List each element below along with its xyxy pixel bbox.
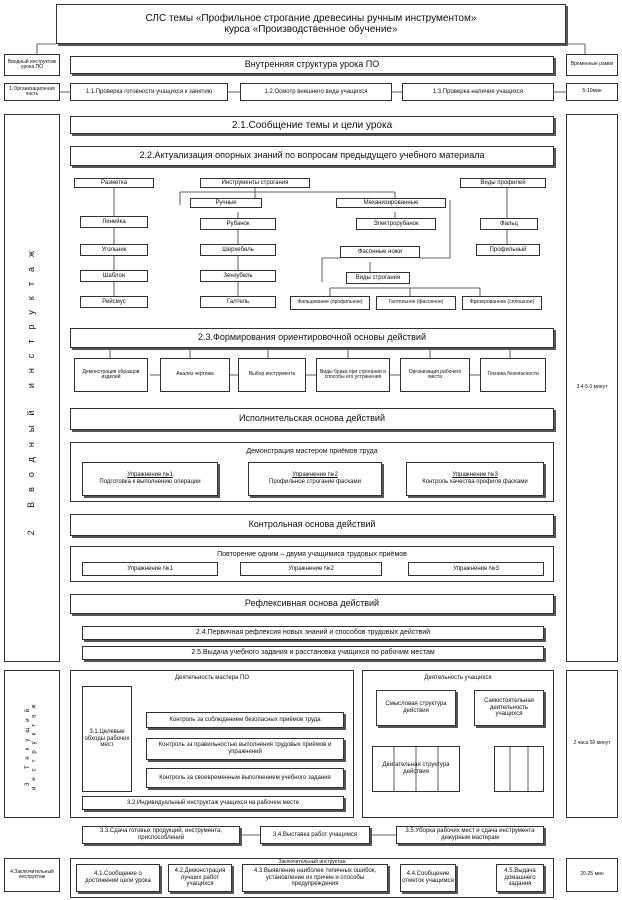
wood-item-2: Шерхебель bbox=[200, 244, 276, 256]
student-item-2: Самостоятельная деятельность учащихся bbox=[474, 690, 544, 726]
s23-item-3: Выбор инструмента bbox=[238, 358, 306, 392]
final-time: 20-25 мин bbox=[566, 858, 618, 892]
individual-box: 3.2.Индивидуальный инструктаж учащихся н… bbox=[82, 796, 344, 810]
intro-vertical-label: 2 Вводный инструктаж bbox=[26, 240, 37, 536]
internal-structure: Внутренняя структура урока ПО bbox=[70, 56, 554, 74]
reflex-basis: Рефлексивная основа действий bbox=[70, 594, 554, 614]
demo-item-3-text: Контроль качества профиля фасками bbox=[422, 479, 528, 485]
shape-item-1: Фальцевание (профильное) bbox=[290, 296, 370, 310]
current-vertical-frame: 3 Текущий инструктаж bbox=[4, 670, 60, 818]
section-2-1: 2.1.Сообщение темы и цели урока bbox=[70, 116, 554, 134]
check-item-3: Контроль за своевременным выполнением уч… bbox=[146, 768, 344, 788]
profile-item-1: Электрорубанок bbox=[356, 218, 436, 230]
mat-item-3: Шаблон bbox=[80, 270, 148, 282]
current-time: 2 часа 50 минут bbox=[573, 740, 611, 747]
master-header: Деятельность мастера ПО bbox=[174, 675, 250, 681]
demo-item-1: Упражнение №1 Подготовка к выполнению оп… bbox=[82, 462, 218, 496]
demo-item-1-text: Подготовка к выполнению операции bbox=[99, 479, 201, 485]
intro-time-frame: 3.4-5.0 минут bbox=[566, 114, 618, 662]
mat-item-2: Угольник bbox=[80, 244, 148, 256]
current-bottom-3: 3.5.Уборка рабочих мест и сдача инструме… bbox=[396, 826, 544, 844]
mat-item-1: Линейка bbox=[80, 216, 148, 228]
student-side-box bbox=[494, 746, 544, 792]
repeat-item-3: Упражнение №3 bbox=[408, 562, 544, 576]
section-2-3: 2.3.Формирования ориентировочной основы … bbox=[70, 328, 554, 348]
tools-header: Инструменты строгания bbox=[200, 178, 310, 188]
demo-item-3-title: Упражнение №3 bbox=[452, 472, 498, 479]
section-2-4: 2.4.Первичная рефлексия новых знаний и с… bbox=[82, 626, 544, 640]
org-item-3: 1.3.Проверка наличия учащихся bbox=[402, 83, 554, 101]
materials-header: Разметка bbox=[74, 178, 154, 188]
org-item-2: 1.2.Осмотр внешнего вида учащихся bbox=[240, 83, 392, 101]
left-small-label: Вводный инструктаж урока ПО bbox=[4, 54, 60, 76]
control-basis: Контрольная основа действий bbox=[70, 514, 554, 536]
current-bottom-2: 3.4.Выставка работ учащимся bbox=[260, 826, 370, 844]
intro-vertical-frame: 2 Вводный инструктаж bbox=[4, 114, 60, 662]
final-header: Заключительный инструктаж bbox=[278, 859, 346, 865]
shape-item-2: Галтельное (фасонное) bbox=[376, 296, 456, 310]
title-box: СЛС темы «Профильное строгание древесины… bbox=[56, 4, 566, 44]
rounds-box: 3.1.Целевые обходы рабочих мест bbox=[82, 686, 132, 792]
demo-header: Демонстрация мастером приёмов труда bbox=[246, 448, 378, 455]
check-item-2: Контроль за правильностью выполнения тру… bbox=[146, 738, 344, 760]
s23-item-5: Организация рабочего места bbox=[400, 358, 470, 392]
s23-item-1: Демонстрация образцов изделий bbox=[74, 358, 148, 392]
right-header: Виды профилей bbox=[460, 178, 546, 188]
demo-item-2: Упражнение №2 Профильное строгание фаска… bbox=[248, 462, 382, 496]
s23-item-4: Виды брака при строгании и способы его у… bbox=[316, 358, 390, 392]
student-item-1: Смысловая структура действия bbox=[376, 690, 456, 726]
right-item-1: Фальц bbox=[480, 218, 538, 230]
cutters-box: Фасонные ножи bbox=[340, 246, 420, 258]
final-left-label: 4.Заключительный инструктаж bbox=[4, 858, 60, 892]
s23-item-2: Анализ чертежа bbox=[160, 358, 230, 392]
repeat-item-2: Упражнение №2 bbox=[240, 562, 382, 576]
profile-group: Механизированные bbox=[336, 198, 446, 208]
demo-item-2-text: Профильное строгание фасками bbox=[269, 479, 361, 485]
shapes-box: Виды строгания bbox=[346, 272, 410, 284]
check-item-1: Контроль за соблюдением безопасных приём… bbox=[146, 712, 344, 728]
repeat-item-1: Упражнение №1 bbox=[82, 562, 218, 576]
current-vertical-label: 3 Текущий инструктаж bbox=[25, 698, 38, 790]
section-2-2: 2.2.Актуализация опорных знаний по вопро… bbox=[70, 146, 554, 166]
wood-item-1: Рубанок bbox=[200, 218, 276, 230]
final-item-5: 4.5.Выдача домашнего задания bbox=[496, 864, 544, 892]
s23-item-6: Техника безопасности bbox=[480, 358, 546, 392]
org-time: 5-10мин bbox=[566, 83, 618, 101]
shape-item-3: Фрезерованное (сплошное) bbox=[462, 296, 542, 310]
current-time-frame: 2 часа 50 минут bbox=[566, 670, 618, 818]
demo-item-3: Упражнение №3 Контроль качества профиля … bbox=[406, 462, 544, 496]
wood-group: Ручные bbox=[190, 198, 262, 208]
wood-item-4: Галтель bbox=[200, 296, 276, 308]
right-small-label: Временные рамки bbox=[566, 54, 618, 76]
org-item-1: 1.1.Проверка готовности учащихся к занят… bbox=[70, 83, 228, 101]
mat-item-4: Рейсмус bbox=[80, 296, 148, 308]
current-bottom-1: 3.3.Сдача готовых продукций, инструмента… bbox=[82, 826, 240, 844]
title-line-1: СЛС темы «Профильное строгание древесины… bbox=[145, 13, 477, 24]
right-item-2: Профильный bbox=[476, 244, 540, 256]
student-item-3: Двигательная структура действия bbox=[372, 746, 460, 792]
exec-basis: Исполнительская основа действий bbox=[70, 408, 554, 430]
org-left-label: 1.Организационная часть bbox=[4, 83, 60, 101]
final-item-3: 4.3.Выявление наиболее типичных ошибок, … bbox=[242, 864, 388, 892]
intro-time: 3.4-5.0 минут bbox=[576, 384, 608, 391]
demo-item-1-title: Упражнение №1 bbox=[127, 472, 173, 479]
final-item-2: 4.2.Демонстрация лучших работ учащихся bbox=[168, 864, 232, 892]
wood-item-3: Зензубель bbox=[200, 270, 276, 282]
title-line-2: курса «Производственное обучение» bbox=[224, 24, 398, 35]
demo-item-2-title: Упражнение №2 bbox=[292, 472, 338, 479]
section-2-5: 2.5.Выдача учебного задания и расстановк… bbox=[82, 646, 544, 660]
repeat-header: Повторение одним – двумя учащимися трудо… bbox=[217, 551, 407, 558]
student-header: Деятельность учащихся bbox=[424, 675, 492, 681]
final-item-4: 4.4.Сообщение отметок учащимся bbox=[400, 864, 456, 892]
final-item-1: 4.1.Сообщение о достижении цели урока bbox=[76, 864, 160, 892]
